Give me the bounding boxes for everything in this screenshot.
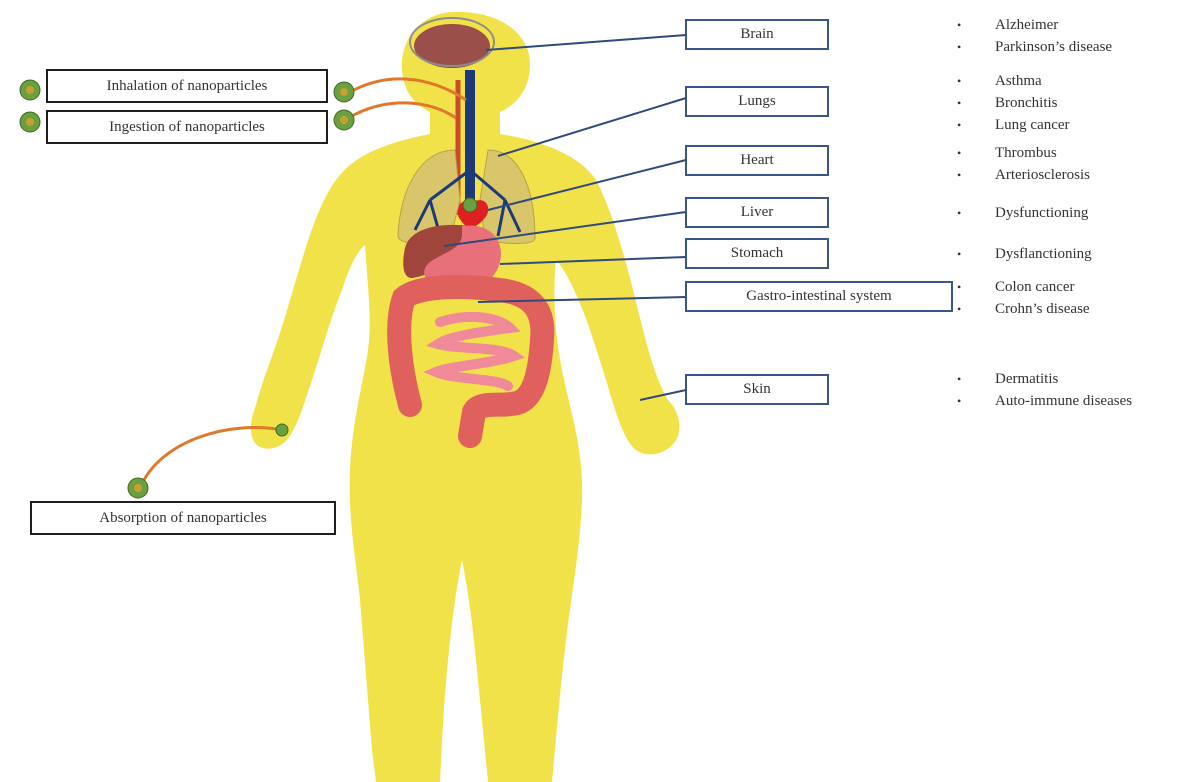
absorption-label: Absorption of nanoparticles (99, 510, 266, 527)
disease-item: Parkinson’s disease (957, 36, 1112, 58)
ingestion-label: Ingestion of nanoparticles (109, 119, 265, 136)
disease-item: Bronchitis (957, 92, 1070, 114)
disease-item: Arteriosclerosis (957, 164, 1090, 186)
nanoparticle-core-icon (340, 116, 348, 124)
disease-item: Dysfunctioning (957, 202, 1088, 224)
disease-item: Auto-immune diseases (957, 390, 1132, 412)
nanoparticle-core-icon (26, 86, 34, 94)
disease-item: Crohn’s disease (957, 298, 1090, 320)
inhalation-box: Inhalation of nanoparticles (46, 69, 328, 103)
nanoparticle-core-icon (340, 88, 348, 96)
organ-box-brain: Brain (685, 19, 829, 50)
organ-box-heart: Heart (685, 145, 829, 176)
nanoparticle-core-icon (134, 484, 142, 492)
nanoparticle-core-icon (26, 118, 34, 126)
disease-item: Dysflanctioning (957, 243, 1092, 265)
disease-list-skin: Dermatitis Auto-immune diseases (957, 368, 1132, 412)
organ-label-gi: Gastro-intestinal system (746, 288, 891, 305)
absorption-box: Absorption of nanoparticles (30, 501, 336, 535)
lungs-connector (498, 98, 686, 156)
organ-box-liver: Liver (685, 197, 829, 228)
nanoparticle-icon (463, 198, 477, 212)
disease-list-lungs: Asthma Bronchitis Lung cancer (957, 70, 1070, 136)
disease-list-heart: Thrombus Arteriosclerosis (957, 142, 1090, 186)
organ-label-brain: Brain (740, 26, 773, 43)
disease-list-stomach: Dysflanctioning (957, 243, 1092, 265)
disease-list-brain: Alzheimer Parkinson’s disease (957, 14, 1112, 58)
ingestion-box: Ingestion of nanoparticles (46, 110, 328, 144)
organ-box-skin: Skin (685, 374, 829, 405)
organ-label-liver: Liver (741, 204, 773, 221)
organ-box-lungs: Lungs (685, 86, 829, 117)
organ-label-lungs: Lungs (738, 93, 776, 110)
disease-item: Lung cancer (957, 114, 1070, 136)
organ-label-heart: Heart (740, 152, 773, 169)
organ-box-stomach: Stomach (685, 238, 829, 269)
organ-box-gi: Gastro-intestinal system (685, 281, 953, 312)
disease-item: Colon cancer (957, 276, 1090, 298)
disease-item: Asthma (957, 70, 1070, 92)
disease-list-liver: Dysfunctioning (957, 202, 1088, 224)
disease-list-gi: Colon cancer Crohn’s disease (957, 276, 1090, 320)
organ-label-stomach: Stomach (731, 245, 784, 262)
disease-item: Alzheimer (957, 14, 1112, 36)
inhalation-label: Inhalation of nanoparticles (107, 78, 268, 95)
nanoparticle-icon (276, 424, 288, 436)
organ-label-skin: Skin (743, 381, 771, 398)
disease-item: Thrombus (957, 142, 1090, 164)
disease-item: Dermatitis (957, 368, 1132, 390)
